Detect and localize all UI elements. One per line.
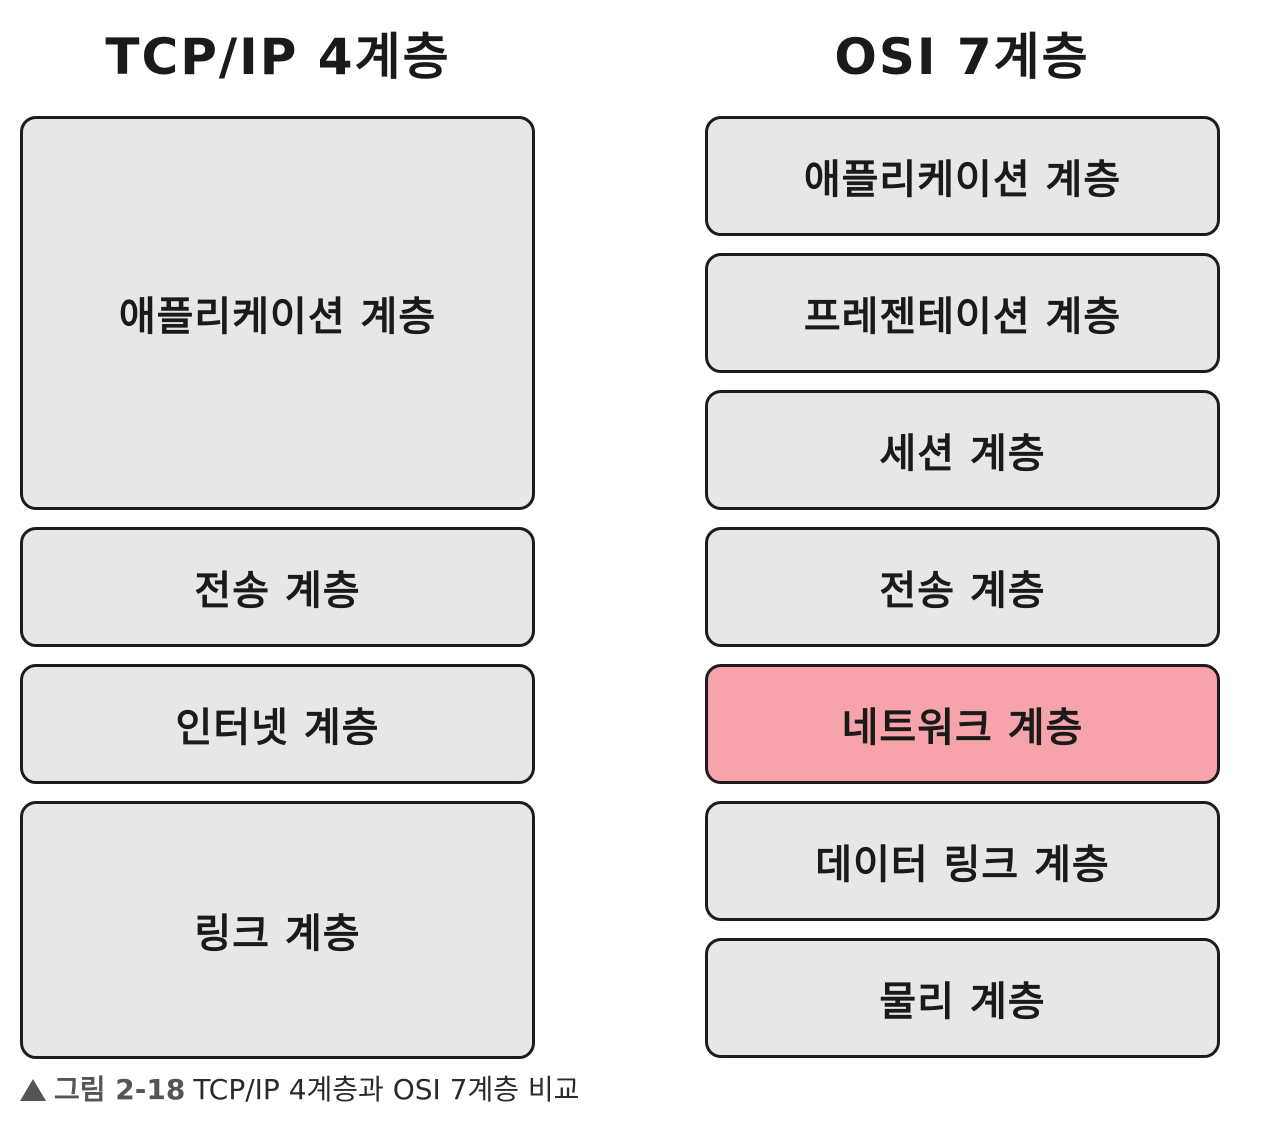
osi-session-layer: 세션 계층 [705, 390, 1220, 510]
tcp-link-layer: 링크 계층 [20, 801, 535, 1059]
osi-presentation-layer: 프레젠테이션 계층 [705, 253, 1220, 373]
triangle-icon [20, 1079, 46, 1101]
layer-label: 물리 계층 [879, 979, 1046, 1025]
layer-label: 인터넷 계층 [175, 705, 380, 751]
layer-label: 애플리케이션 계층 [118, 294, 437, 340]
tcp-internet-layer: 인터넷 계층 [20, 664, 535, 784]
caption-text: TCP/IP 4계층과 OSI 7계층 비교 [193, 1073, 580, 1106]
layer-label: 프레젠테이션 계층 [803, 294, 1122, 340]
osi-physical-layer: 물리 계층 [705, 938, 1220, 1058]
layer-label: 세션 계층 [879, 431, 1046, 477]
layer-label: 데이터 링크 계층 [815, 842, 1110, 888]
tcp-transport-layer: 전송 계층 [20, 527, 535, 647]
layer-label: 애플리케이션 계층 [803, 157, 1122, 203]
layer-label: 전송 계층 [194, 568, 361, 614]
layer-label: 링크 계층 [194, 911, 361, 957]
osi-network-layer: 네트워크 계층 [705, 664, 1220, 784]
tcp-ip-title: TCP/IP 4계층 [105, 28, 451, 86]
osi-transport-layer: 전송 계층 [705, 527, 1220, 647]
osi-title: OSI 7계층 [834, 28, 1090, 86]
layer-label: 네트워크 계층 [841, 705, 1084, 751]
osi-data-link-layer: 데이터 링크 계층 [705, 801, 1220, 921]
figure-label: 그림 2-18 [54, 1073, 186, 1106]
tcp-application-layer: 애플리케이션 계층 [20, 116, 535, 510]
osi-application-layer: 애플리케이션 계층 [705, 116, 1220, 236]
layer-label: 전송 계층 [879, 568, 1046, 614]
